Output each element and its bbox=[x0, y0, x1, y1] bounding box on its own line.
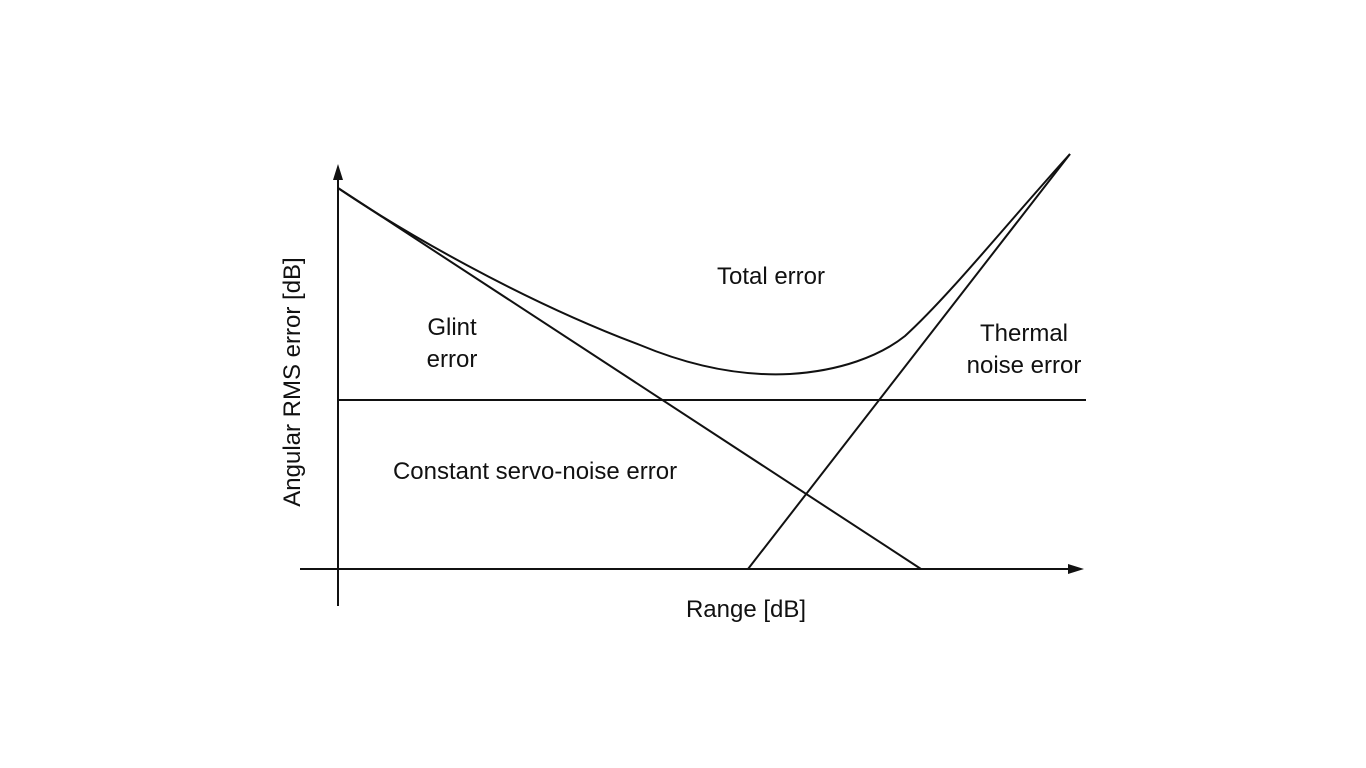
total-error-label: Total error bbox=[717, 263, 825, 290]
y-axis-arrowhead bbox=[333, 164, 343, 180]
servo-noise-label: Constant servo-noise error bbox=[393, 458, 677, 485]
thermal-noise-label-line1: Thermal bbox=[980, 320, 1068, 347]
y-axis-label: Angular RMS error [dB] bbox=[279, 257, 306, 506]
x-axis-label: Range [dB] bbox=[686, 596, 806, 623]
thermal-noise-line bbox=[747, 153, 1071, 570]
x-axis-arrowhead bbox=[1068, 564, 1084, 574]
thermal-noise-label-line2: noise error bbox=[967, 352, 1082, 379]
glint-error-label-line1: Glint bbox=[427, 314, 477, 341]
glint-error-label-line2: error bbox=[427, 346, 478, 373]
glint-error-line bbox=[337, 187, 922, 570]
total-error-curve bbox=[337, 153, 1071, 376]
